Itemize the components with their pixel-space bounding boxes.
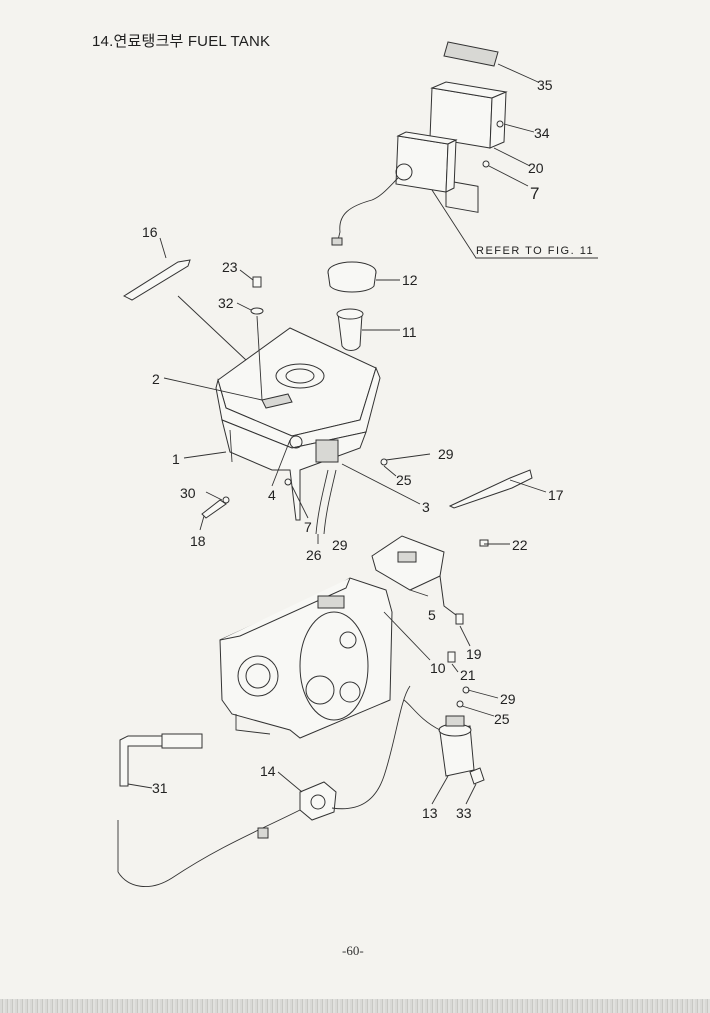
label-25-tank: 25 (396, 472, 412, 488)
label-16: 16 (142, 224, 158, 240)
washer-32 (250, 307, 264, 315)
label-plate-35 (443, 41, 499, 67)
pipe-31 (119, 735, 169, 787)
label-10: 10 (430, 660, 446, 676)
fuel-line-group (117, 685, 411, 887)
label-17: 17 (548, 487, 564, 503)
label-12: 12 (402, 272, 418, 288)
label-21: 21 (460, 667, 476, 683)
label-14: 14 (260, 763, 276, 779)
strip-16 (122, 259, 191, 301)
label-22: 22 (512, 537, 528, 553)
label-19: 19 (466, 646, 482, 662)
tank-label-2 (261, 393, 293, 409)
label-20: 20 (528, 160, 544, 176)
label-29-hose: 29 (332, 537, 348, 553)
scan-edge-bar (0, 999, 710, 1013)
screw-23 (252, 276, 262, 288)
label-1: 1 (172, 451, 180, 467)
label-7-tank: 7 (304, 519, 312, 535)
label-35: 35 (537, 77, 553, 93)
label-18: 18 (190, 533, 206, 549)
fuel-filter-13 (403, 686, 485, 785)
label-34: 34 (534, 125, 550, 141)
label-32: 32 (218, 295, 234, 311)
label-2: 2 (152, 371, 160, 387)
fuel-tank-assembly (122, 259, 533, 535)
label-31: 31 (152, 780, 168, 796)
label-13: 13 (422, 805, 438, 821)
label-5: 5 (428, 607, 436, 623)
label-3: 3 (422, 499, 430, 515)
leader-lines (127, 63, 547, 805)
page-title: 14.연료탱크부 FUEL TANK (92, 33, 271, 50)
label-23: 23 (222, 259, 238, 275)
label-11: 11 (402, 324, 417, 340)
crankcase-10 (219, 577, 393, 739)
part-labels: 35 34 20 7 REFER TO FIG. 11 16 23 12 32 … (142, 77, 594, 821)
bracket-5 (371, 535, 489, 663)
pipe-18 (201, 499, 227, 519)
label-30: 30 (180, 485, 196, 501)
strip-17 (448, 469, 533, 509)
label-7-top: 7 (530, 184, 539, 203)
label-25-filter: 25 (494, 711, 510, 727)
label-33: 33 (456, 805, 472, 821)
label-29-tank: 29 (438, 446, 454, 462)
label-4: 4 (268, 487, 276, 503)
refer-text: REFER TO FIG. 11 (476, 245, 594, 257)
page-number: -60- (342, 943, 364, 958)
label-26: 26 (306, 547, 322, 563)
label-29-filter: 29 (500, 691, 516, 707)
control-box-group (331, 41, 598, 259)
strainer-11 (337, 313, 363, 351)
